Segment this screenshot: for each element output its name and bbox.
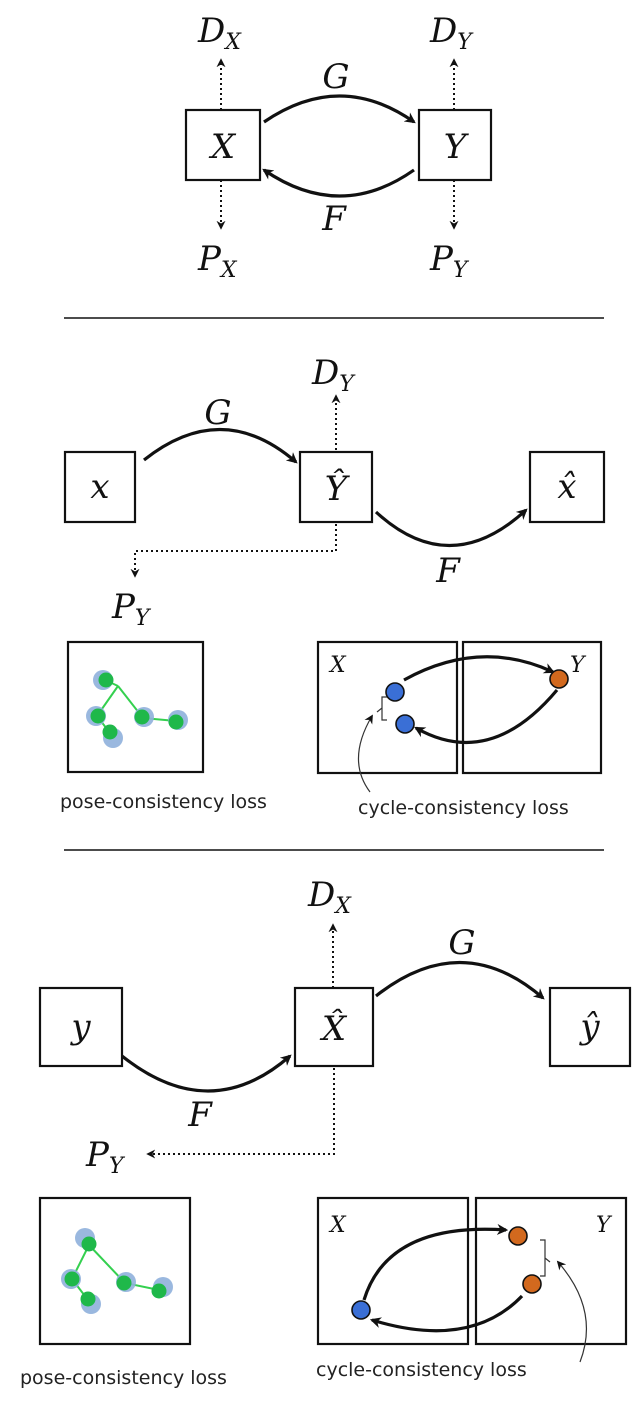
box-generated-label: X̂ bbox=[319, 1008, 348, 1049]
label-dx: DX bbox=[197, 11, 242, 55]
pose-skeleton bbox=[61, 1228, 173, 1314]
inset-y-label: Y bbox=[596, 1213, 613, 1238]
label-px: PX bbox=[197, 239, 238, 283]
cycle-backward-arrow bbox=[369, 1294, 524, 1333]
box-input bbox=[38, 986, 124, 1068]
arrow-f bbox=[121, 1054, 292, 1093]
box-generated bbox=[298, 450, 374, 524]
arrow-g bbox=[375, 960, 545, 1000]
label-g: G bbox=[448, 923, 475, 963]
cycle-bracket bbox=[376, 696, 387, 721]
arrow-g bbox=[143, 427, 298, 464]
box-input bbox=[63, 450, 137, 524]
cycle-point-reconstructed bbox=[395, 714, 415, 734]
arrow-g bbox=[263, 94, 416, 124]
box-reconstructed bbox=[548, 986, 632, 1068]
label-g: G bbox=[322, 57, 349, 97]
label-p: PY bbox=[111, 587, 152, 631]
box-input-label: y bbox=[69, 1007, 91, 1047]
cycle-backward-arrow bbox=[414, 688, 559, 745]
box-reconstructed-label: x̂ bbox=[557, 467, 576, 507]
box-reconstructed bbox=[528, 450, 606, 524]
arrow-to-p bbox=[130, 524, 337, 578]
inset-y-label: Y bbox=[570, 653, 587, 678]
cycle-point-mapped bbox=[508, 1226, 528, 1246]
label-f: F bbox=[321, 199, 347, 239]
box-generated bbox=[293, 986, 375, 1068]
box-generated-label: Ŷ bbox=[325, 468, 351, 509]
cycle-forward-arrow bbox=[403, 655, 555, 682]
box-y bbox=[417, 108, 493, 182]
cycle-point-mapped bbox=[549, 669, 569, 689]
label-d: DY bbox=[311, 353, 356, 397]
cycle-pointer bbox=[357, 714, 373, 793]
box-input-label: x bbox=[90, 467, 109, 507]
box-y-label: Y bbox=[444, 127, 470, 167]
panel-2: DY x Ŷ x̂ G F PY bbox=[60, 353, 606, 819]
box-x bbox=[184, 108, 262, 182]
inset-x-label: X bbox=[328, 1213, 347, 1238]
box-reconstructed-label: ŷ bbox=[578, 1007, 600, 1047]
cycle-caption: cycle-consistency loss bbox=[358, 797, 569, 819]
arrow-to-p bbox=[146, 1068, 335, 1159]
pose-caption: pose-consistency loss bbox=[20, 1367, 227, 1389]
inset-x-label: X bbox=[328, 653, 347, 678]
cycle-point-original bbox=[351, 1300, 371, 1320]
cycle-pointer bbox=[556, 1260, 587, 1363]
label-d: DX bbox=[307, 875, 352, 919]
cycle-caption: cycle-consistency loss bbox=[316, 1359, 527, 1381]
box-x-label: X bbox=[208, 127, 237, 167]
label-f: F bbox=[435, 551, 461, 591]
label-py: PY bbox=[429, 239, 470, 283]
label-g: G bbox=[204, 393, 231, 433]
label-f: F bbox=[187, 1095, 213, 1135]
arrow-f bbox=[262, 168, 415, 198]
cycle-inset-y bbox=[474, 1196, 628, 1346]
cycle-inset-x bbox=[316, 640, 459, 775]
pose-caption: pose-consistency loss bbox=[60, 791, 267, 813]
pose-skeleton bbox=[86, 670, 188, 748]
panel-1: DX DY X Y G F PX PY bbox=[184, 11, 493, 283]
cycle-point-reconstructed bbox=[522, 1274, 542, 1294]
cycle-bracket bbox=[540, 1239, 551, 1277]
arrow-f bbox=[374, 508, 528, 548]
label-p: PY bbox=[85, 1135, 126, 1179]
cycle-point-original bbox=[385, 682, 405, 702]
cycle-inset-x bbox=[316, 1196, 470, 1346]
label-dy: DY bbox=[429, 11, 474, 55]
cycle-forward-arrow bbox=[362, 1223, 509, 1301]
panel-3: DX y X̂ ŷ F G PY bbox=[20, 875, 632, 1389]
